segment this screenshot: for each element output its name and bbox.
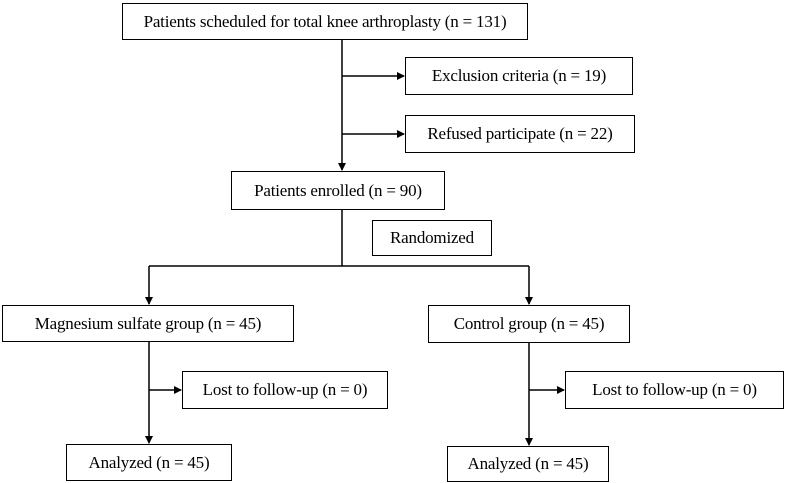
- control-lost-followup-box: Lost to follow-up (n = 0): [565, 371, 784, 409]
- control-group-box: Control group (n = 45): [428, 305, 630, 343]
- screened-patients-box: Patients scheduled for total knee arthro…: [122, 3, 528, 40]
- magnesium-group-box: Magnesium sulfate group (n = 45): [2, 305, 294, 342]
- randomized-box: Randomized: [372, 220, 492, 256]
- enrolled-patients-box: Patients enrolled (n = 90): [231, 171, 445, 210]
- control-analyzed-box: Analyzed (n = 45): [447, 446, 609, 482]
- magnesium-lost-followup-box: Lost to follow-up (n = 0): [182, 371, 388, 409]
- refused-participate-box: Refused participate (n = 22): [405, 115, 635, 153]
- magnesium-analyzed-box: Analyzed (n = 45): [66, 444, 232, 481]
- exclusion-criteria-box: Exclusion criteria (n = 19): [405, 57, 633, 95]
